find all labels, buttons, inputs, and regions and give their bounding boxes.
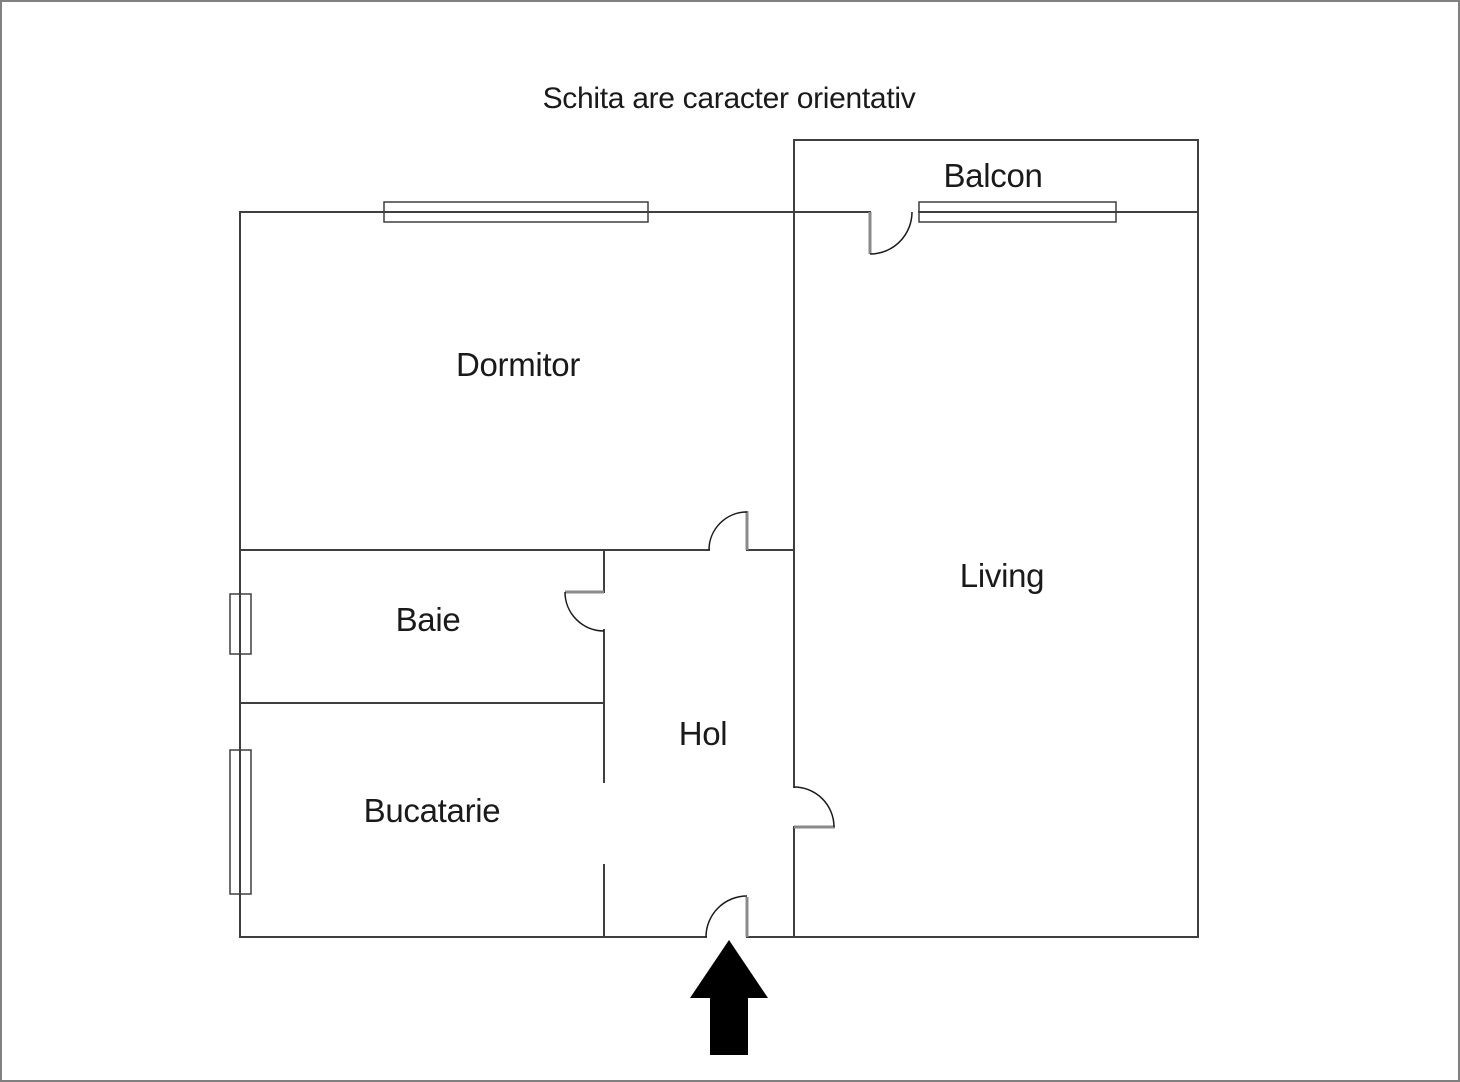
door-arc-living	[793, 786, 835, 828]
door-entrance	[705, 895, 749, 938]
window-balcon	[918, 201, 1117, 223]
window-baie	[229, 593, 252, 655]
room-label-dormitor: Dormitor	[455, 346, 581, 383]
door-balcon	[868, 211, 913, 255]
room-label-baie: Baie	[395, 601, 461, 638]
room-label-balcon: Balcon	[943, 157, 1043, 194]
window-dormitor	[383, 201, 649, 223]
entrance-arrow-icon	[690, 940, 768, 1055]
door-dormitor	[708, 511, 749, 551]
door-baie	[564, 590, 605, 632]
door-arc-balcon	[869, 211, 913, 255]
door-arc-entrance	[705, 895, 748, 938]
windows	[229, 201, 1117, 895]
room-label-bucatarie: Bucatarie	[363, 792, 501, 829]
room-label-hol: Hol	[678, 715, 728, 752]
door-living	[793, 786, 835, 829]
door-arc-dormitor	[708, 511, 748, 551]
window-bucatarie	[229, 749, 252, 895]
plan-title: Schita are caracter orientativ	[542, 82, 916, 115]
walls	[239, 139, 1199, 938]
room-label-living: Living	[959, 557, 1045, 594]
door-arc-baie	[564, 591, 605, 632]
